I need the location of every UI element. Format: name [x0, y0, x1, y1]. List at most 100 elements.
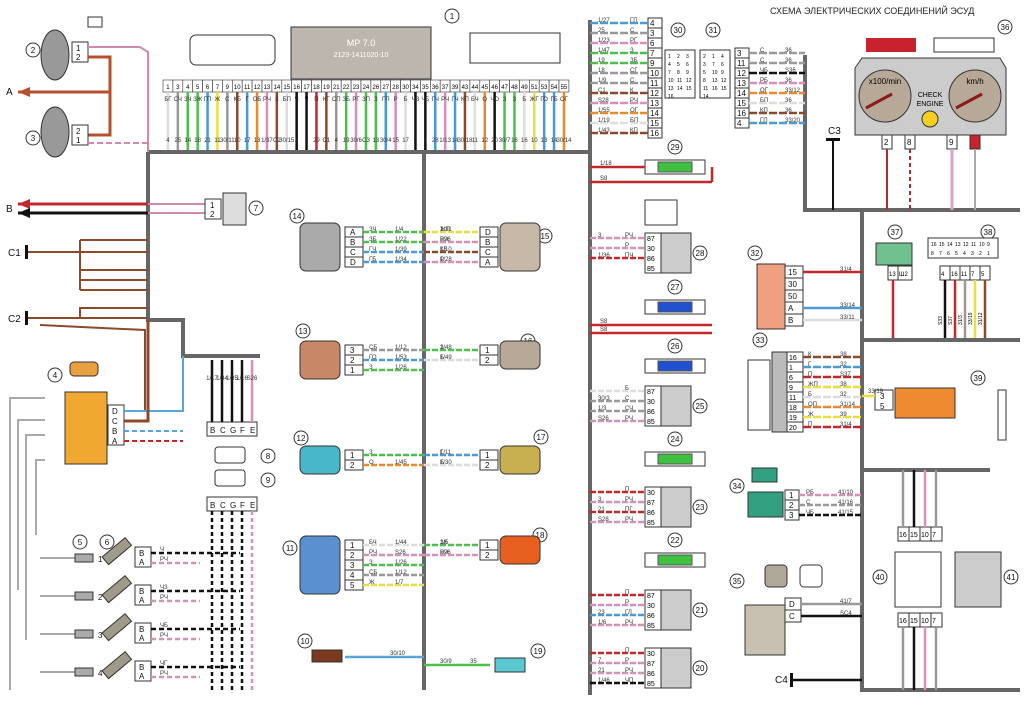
ecu-wire-color: РЧ — [441, 97, 449, 103]
svg-text:10: 10 — [921, 618, 929, 625]
ecu-wire-color: БГ — [164, 97, 172, 103]
speedometer-label: km/h — [966, 77, 983, 86]
svg-text:30: 30 — [647, 399, 655, 406]
svg-text:ОГ: ОГ — [630, 108, 639, 114]
svg-text:4: 4 — [650, 19, 655, 28]
ignition-module-4: 4 D C B A — [9, 320, 184, 690]
injector-body — [101, 612, 133, 642]
ecu-number: 1 — [450, 12, 455, 21]
svg-text:B: B — [139, 549, 144, 558]
svg-text:14: 14 — [703, 94, 709, 100]
svg-text:З: З — [630, 48, 634, 54]
svg-text:13: 13 — [712, 78, 718, 84]
svg-text:Б: Б — [808, 392, 812, 398]
svg-text:ПЧ: ПЧ — [625, 253, 633, 259]
svg-text:B: B — [788, 316, 793, 325]
svg-text:3: 3 — [650, 29, 655, 38]
svg-text:6: 6 — [105, 538, 110, 547]
ecu-wire-color: Б — [404, 97, 408, 103]
svg-text:4: 4 — [53, 371, 58, 380]
svg-text:СБ: СБ — [369, 345, 377, 351]
ecu-wire-end: 30/6 — [350, 138, 362, 144]
svg-text:Б: Б — [440, 355, 444, 361]
ecu-wire-end: 16 — [511, 138, 518, 144]
ecu-wire-color: РГ — [352, 97, 360, 103]
svg-text:РЧ: РЧ — [625, 416, 633, 422]
ecu-wire-color: ГЧ — [432, 97, 439, 103]
ecu-wire-end: 3 — [424, 138, 428, 144]
svg-text:36: 36 — [785, 48, 792, 54]
svg-text:Г: Г — [440, 450, 444, 456]
svg-text:З: З — [369, 365, 373, 371]
ecu-pin-label: 48 — [511, 85, 518, 91]
ecu-wire-color: СП — [332, 97, 341, 103]
svg-text:РЧ: РЧ — [160, 557, 168, 563]
ecu-pin-label: 9 — [226, 85, 230, 91]
svg-text:37: 37 — [891, 228, 900, 237]
ecu-wire-color: П — [314, 97, 318, 103]
svg-text:14: 14 — [677, 86, 683, 92]
svg-text:D: D — [350, 258, 356, 267]
svg-text:2: 2 — [979, 251, 982, 257]
svg-text:20: 20 — [696, 664, 705, 673]
svg-text:S28: S28 — [598, 98, 609, 104]
ecu-wire-color: Б — [522, 97, 526, 103]
svg-text:11: 11 — [737, 59, 746, 68]
svg-text:2: 2 — [76, 53, 81, 62]
check-engine-label: CHECK — [918, 92, 943, 99]
ecu-pin-label: 23 — [353, 85, 360, 91]
svg-text:К: К — [808, 352, 812, 358]
ecu-wire-color: О — [482, 97, 487, 103]
svg-text:3: 3 — [789, 511, 794, 520]
svg-text:S28: S28 — [598, 517, 609, 523]
ecu-wire-end: 17 — [244, 138, 251, 144]
connector-38 — [927, 237, 999, 259]
svg-text:35: 35 — [733, 577, 742, 586]
svg-text:РЧ: РЧ — [630, 98, 638, 104]
svg-text:ЧГ: ЧГ — [160, 661, 168, 667]
module-39 — [894, 387, 956, 419]
svg-text:30/9: 30/9 — [440, 659, 452, 665]
svg-text:8: 8 — [931, 251, 934, 257]
ecu-pin-label: 53 — [541, 85, 548, 91]
svg-text:РЧ: РЧ — [160, 633, 168, 639]
svg-text:8: 8 — [703, 78, 706, 84]
svg-text:1/44: 1/44 — [395, 540, 407, 546]
svg-text:25: 25 — [696, 402, 705, 411]
svg-text:30/10: 30/10 — [390, 651, 406, 657]
svg-text:15: 15 — [910, 532, 918, 539]
ecu-pin-label: 30 — [402, 85, 409, 91]
svg-text:3: 3 — [31, 134, 36, 143]
svg-text:РЧ: РЧ — [440, 237, 448, 243]
svg-text:9: 9 — [789, 385, 793, 392]
svg-text:S8: S8 — [600, 319, 608, 325]
svg-text:2: 2 — [350, 461, 355, 470]
c9-pin: E — [250, 501, 255, 510]
svg-text:13: 13 — [299, 327, 308, 336]
ecu-wire-end: 18 — [194, 138, 201, 144]
ecu-pin-label: 12 — [254, 85, 261, 91]
svg-text:S26: S26 — [395, 550, 406, 556]
ecu-wire-color: К — [275, 97, 279, 103]
spark-plug — [74, 591, 94, 601]
svg-text:РЧ: РЧ — [625, 620, 633, 626]
svg-text:30: 30 — [647, 603, 655, 610]
svg-text:С: С — [630, 28, 635, 34]
c8-pin: C — [220, 426, 226, 435]
diagram-title: СХЕМА ЭЛЕКТРИЧЕСКИХ СОЕДИНЕНИЙ ЭСУД — [770, 5, 974, 16]
svg-text:ЖП: ЖП — [440, 227, 450, 233]
ecu-part-number: 2123-1411020-10 — [334, 52, 389, 59]
svg-text:A: A — [139, 634, 145, 643]
svg-text:ЧБ: ЧБ — [806, 510, 814, 516]
ecu-wire-end: 10 — [234, 138, 241, 144]
svg-text:22: 22 — [671, 536, 680, 545]
svg-text:РБ: РБ — [806, 490, 814, 496]
svg-text:33: 33 — [756, 336, 765, 345]
svg-text:15: 15 — [541, 232, 550, 241]
svg-text:27: 27 — [671, 283, 680, 292]
svg-text:РГ: РГ — [630, 38, 638, 44]
svg-text:11: 11 — [961, 272, 968, 278]
